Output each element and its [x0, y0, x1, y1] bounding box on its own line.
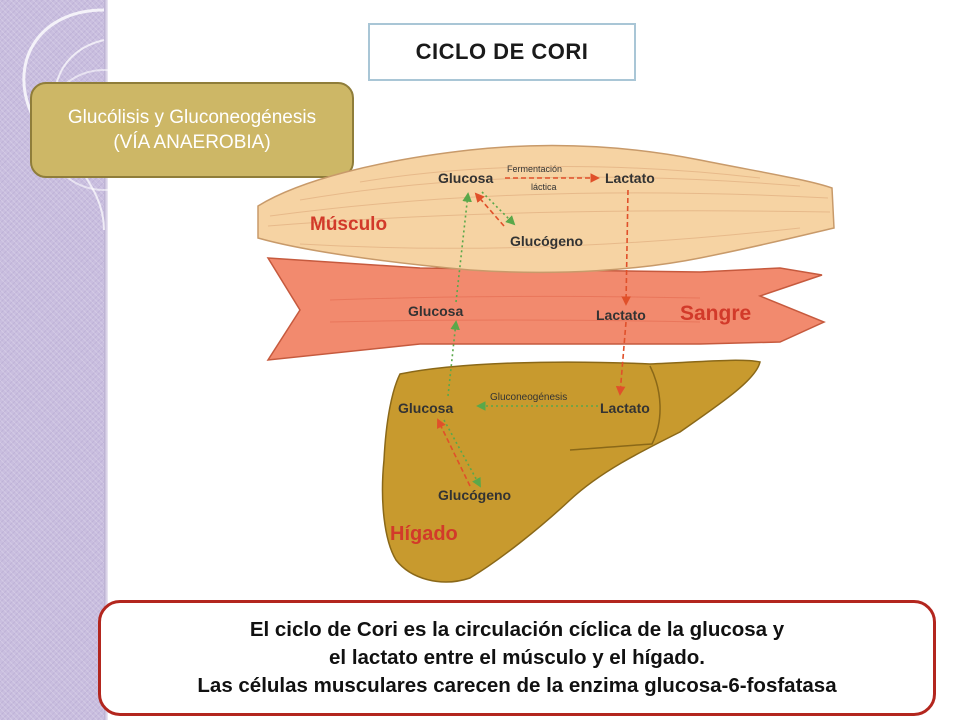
page-title: CICLO DE CORI	[368, 23, 636, 81]
liver-organ	[381, 359, 761, 583]
muscle-lactate-label: Lactato	[605, 170, 655, 186]
caption-box: El ciclo de Cori es la circulación cícli…	[98, 600, 936, 716]
gluconeogenesis-label: Gluconeogénesis	[490, 392, 567, 403]
blood-label: Sangre	[680, 302, 751, 325]
muscle-tissue	[257, 144, 835, 274]
fermentation-label-line2: láctica	[531, 182, 557, 192]
blood-lactate-label: Lactato	[596, 307, 646, 323]
liver-glycogen-label: Glucógeno	[438, 487, 511, 503]
arrow-liver-glycogen-to-glucose	[437, 418, 471, 487]
liver-glucose-label: Glucosa	[398, 400, 453, 416]
muscle-glycogen-label: Glucógeno	[510, 233, 583, 249]
caption-line-1: El ciclo de Cori es la circulación cícli…	[249, 618, 785, 641]
arrow-blood-lactate-to-liver	[615, 321, 627, 396]
glucose-flow-arrows	[443, 191, 598, 488]
caption-line-3: Las células musculares carecen de la enz…	[197, 674, 837, 697]
muscle-label: Músculo	[310, 214, 387, 235]
fermentation-label-line1: Fermentación	[507, 164, 562, 174]
arrow-muscle-glycogen-to-glucose	[474, 192, 505, 227]
liver-lactate-label: Lactato	[600, 400, 650, 416]
subtitle-line-1: Glucólisis y Gluconeogénesis	[67, 107, 317, 128]
caption-line-2: el lactato entre el músculo y el hígado.	[329, 646, 705, 669]
lactate-flow-arrows	[437, 173, 631, 487]
blood-vessel	[266, 257, 826, 361]
liver-label: Hígado	[390, 523, 458, 545]
left-band-edge	[104, 0, 108, 720]
blood-glucose-label: Glucosa	[408, 303, 463, 319]
subtitle-line-2: (VÍA ANAEROBIA)	[113, 132, 271, 153]
arrow-blood-glucose-to-muscle	[455, 192, 472, 303]
subtitle-badge: Glucólisis y Gluconeogénesis (VÍA ANAERO…	[30, 82, 354, 178]
muscle-glucose-label: Glucosa	[438, 170, 493, 186]
arrow-muscle-lactate-to-blood	[621, 189, 631, 306]
